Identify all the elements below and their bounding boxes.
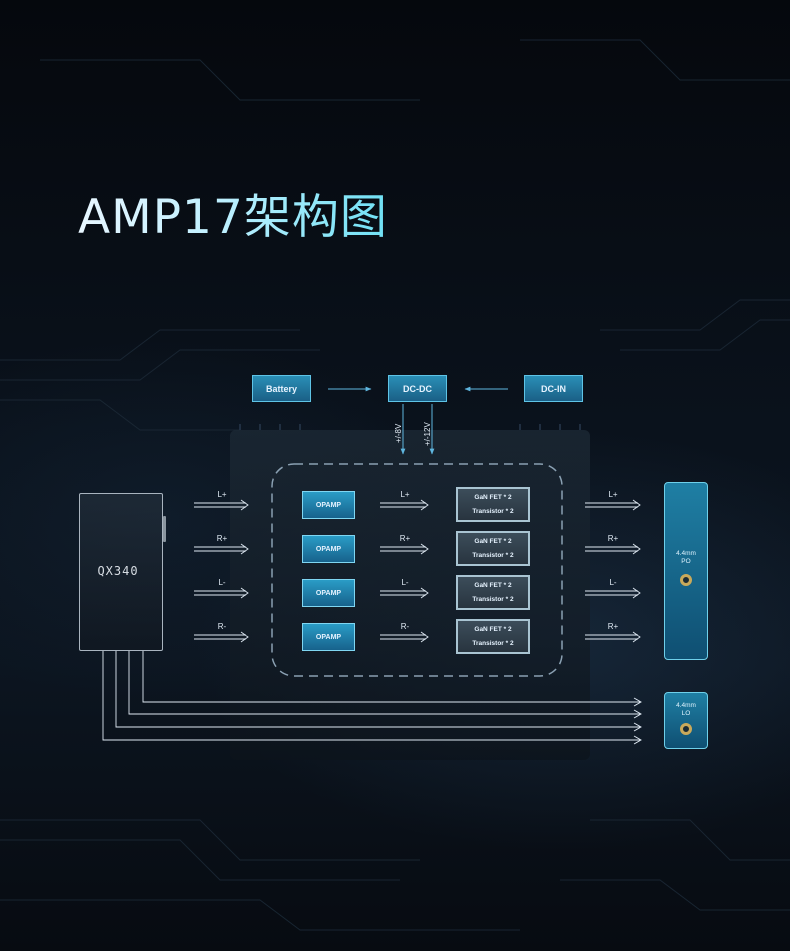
rail-12v-label: +/-12V — [423, 422, 432, 446]
qx340-device: QX340 — [79, 493, 166, 651]
transistor-label: Transistor * 2 — [472, 507, 514, 515]
line-out-paths — [102, 651, 642, 745]
input-label-1: L+ — [217, 490, 227, 499]
mid-label-3: L- — [401, 578, 409, 587]
dcin-box: DC-IN — [524, 375, 583, 402]
gan-stage-1: GaN FET * 2 Transistor * 2 — [456, 487, 530, 522]
opamp-1: OPAMP — [302, 491, 355, 519]
transistor-label: Transistor * 2 — [472, 639, 514, 647]
gan-fet-label: GaN FET * 2 — [474, 537, 512, 545]
opamp-3: OPAMP — [302, 579, 355, 607]
gan-stage-3: GaN FET * 2 Transistor * 2 — [456, 575, 530, 610]
device-logo: QX340 — [97, 564, 139, 578]
lo-type-label: LO — [681, 710, 691, 717]
mid-label-1: L+ — [400, 490, 410, 499]
device-side-button — [163, 516, 166, 542]
rail-8v-label: +/-8V — [394, 423, 403, 443]
gan-stage-4: GaN FET * 2 Transistor * 2 — [456, 619, 530, 654]
opamp-2: OPAMP — [302, 535, 355, 563]
signal-arrows — [194, 499, 641, 643]
input-label-3: L- — [218, 578, 226, 587]
transistor-label: Transistor * 2 — [472, 595, 514, 603]
gan-fet-label: GaN FET * 2 — [474, 493, 512, 501]
battery-box: Battery — [252, 375, 311, 402]
lo-size-label: 4.4mm — [676, 702, 696, 709]
po-size-label: 4.4mm — [676, 550, 696, 557]
opamp-4: OPAMP — [302, 623, 355, 651]
mid-label-2: R+ — [399, 534, 411, 543]
line-out-jack-icon — [680, 723, 692, 735]
po-type-label: PO — [681, 558, 691, 565]
amp-block-outline — [271, 463, 563, 677]
input-label-4: R- — [217, 622, 227, 631]
lo-output-port: 4.4mm LO — [664, 692, 708, 749]
headphone-jack-icon — [680, 574, 692, 586]
gan-fet-label: GaN FET * 2 — [474, 581, 512, 589]
gan-fet-label: GaN FET * 2 — [474, 625, 512, 633]
transistor-label: Transistor * 2 — [472, 551, 514, 559]
gan-stage-2: GaN FET * 2 Transistor * 2 — [456, 531, 530, 566]
output-label-1: L+ — [608, 490, 618, 499]
mid-label-4: R- — [400, 622, 410, 631]
output-label-2: R+ — [607, 534, 619, 543]
output-label-4: R+ — [607, 622, 619, 631]
output-label-3: L- — [609, 578, 617, 587]
page-title: AMP17架构图 — [78, 178, 388, 247]
po-output-port: 4.4mm PO — [664, 482, 708, 660]
dcdc-box: DC-DC — [388, 375, 447, 402]
input-label-2: R+ — [216, 534, 228, 543]
